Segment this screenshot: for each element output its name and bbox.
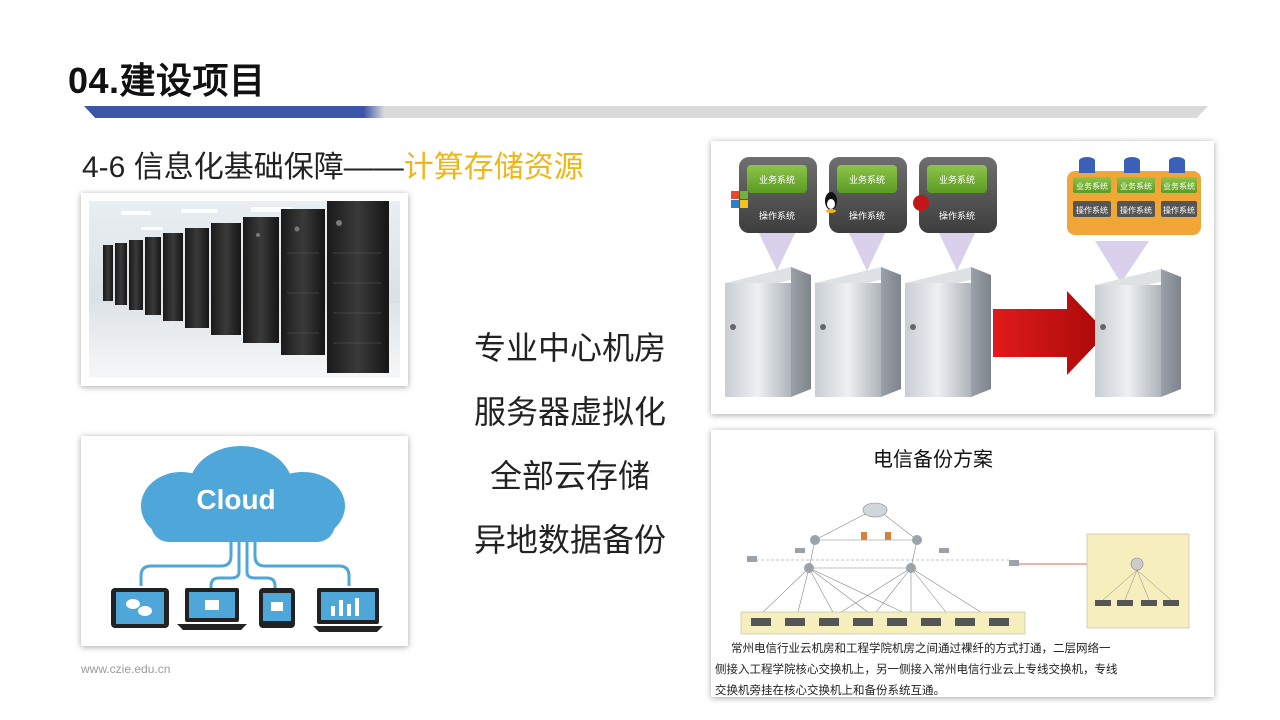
network-links — [751, 511, 1011, 617]
device-monitor — [313, 588, 383, 632]
svg-text:操作系统: 操作系统 — [849, 210, 885, 221]
svg-text:业务系统: 业务系统 — [1076, 181, 1108, 191]
section-prefix: 4-6 信息化基础保障—— — [82, 151, 404, 184]
virtualization-diagram: 业务系统 操作系统 业务系统 操作系统 业务系统 操作系统 — [725, 157, 1201, 397]
server-cabinet-row — [740, 611, 1026, 635]
cloud-connectors — [139, 542, 351, 588]
cloud-illustration-card: Cloud — [81, 436, 408, 646]
consolidation-arrow — [993, 291, 1107, 375]
feature-item: 服务器虚拟化 — [473, 394, 666, 430]
vm-bubble-linux: 业务系统 操作系统 — [825, 157, 907, 271]
backup-scheme-card: 电信备份方案 — [711, 430, 1214, 697]
server-room-photo — [81, 193, 408, 386]
cloud-shape — [141, 446, 345, 542]
page-title: 04.建设项目 — [68, 60, 266, 101]
rack-row — [103, 201, 389, 373]
svg-text:业务系统: 业务系统 — [849, 174, 885, 185]
title-underline-bar — [84, 106, 1208, 118]
database-icon — [1079, 157, 1185, 173]
cloud-label: Cloud — [196, 484, 275, 515]
footer-url: www.czie.edu.cn — [81, 662, 171, 676]
vm-bubble-redhat: 业务系统 操作系统 — [913, 157, 997, 271]
svg-text:操作系统: 操作系统 — [939, 210, 975, 221]
feature-item: 专业中心机房 — [473, 330, 666, 366]
feature-list: 专业中心机房 服务器虚拟化 全部云存储 异地数据备份 — [462, 316, 678, 572]
vm-bubble-windows: 业务系统 操作系统 — [731, 157, 817, 271]
backup-description-line: 侧接入工程学院核心交换机上，另一侧接入常州电信行业云上专线交换机，专线 — [715, 662, 1118, 676]
svg-text:业务系统: 业务系统 — [1120, 181, 1152, 191]
backup-network-diagram: 电信备份方案 — [715, 448, 1190, 697]
svg-text:业务系统: 业务系统 — [939, 174, 975, 185]
device-tablet — [111, 588, 169, 628]
network-nodes — [747, 502, 1019, 573]
feature-item: 全部云存储 — [489, 458, 650, 494]
server-3 — [905, 267, 991, 397]
device-laptop — [177, 588, 247, 630]
section-highlight: 计算存储资源 — [403, 151, 584, 184]
svg-text:操作系统: 操作系统 — [1163, 205, 1195, 215]
server-2 — [815, 267, 901, 397]
svg-text:业务系统: 业务系统 — [1163, 181, 1195, 191]
server-1 — [725, 267, 811, 397]
server-room-illustration — [89, 201, 400, 378]
vm-bubble-consolidated: 业务系统 业务系统 业务系统 操作系统 操作系统 操作系统 — [1067, 157, 1201, 283]
svg-text:操作系统: 操作系统 — [759, 210, 795, 221]
backup-description-line: 常州电信行业云机房和工程学院机房之间通过裸纤的方式打通，二层网络一 — [731, 641, 1111, 655]
feature-item: 异地数据备份 — [473, 522, 666, 558]
svg-text:业务系统: 业务系统 — [759, 174, 795, 185]
server-consolidated — [1095, 269, 1181, 397]
device-phone — [259, 588, 295, 628]
svg-text:操作系统: 操作系统 — [1076, 205, 1108, 215]
remote-site-box — [1086, 533, 1190, 629]
cloud-illustration: Cloud — [111, 446, 383, 632]
backup-title: 电信备份方案 — [873, 448, 993, 471]
svg-text:操作系统: 操作系统 — [1120, 205, 1152, 215]
section-subtitle: 4-6 信息化基础保障——计算存储资源 — [82, 142, 584, 186]
backup-description-line: 交换机旁挂在核心交换机上和备份系统互通。 — [715, 683, 945, 697]
virtualization-diagram-card: 业务系统 操作系统 业务系统 操作系统 业务系统 操作系统 — [711, 141, 1214, 414]
